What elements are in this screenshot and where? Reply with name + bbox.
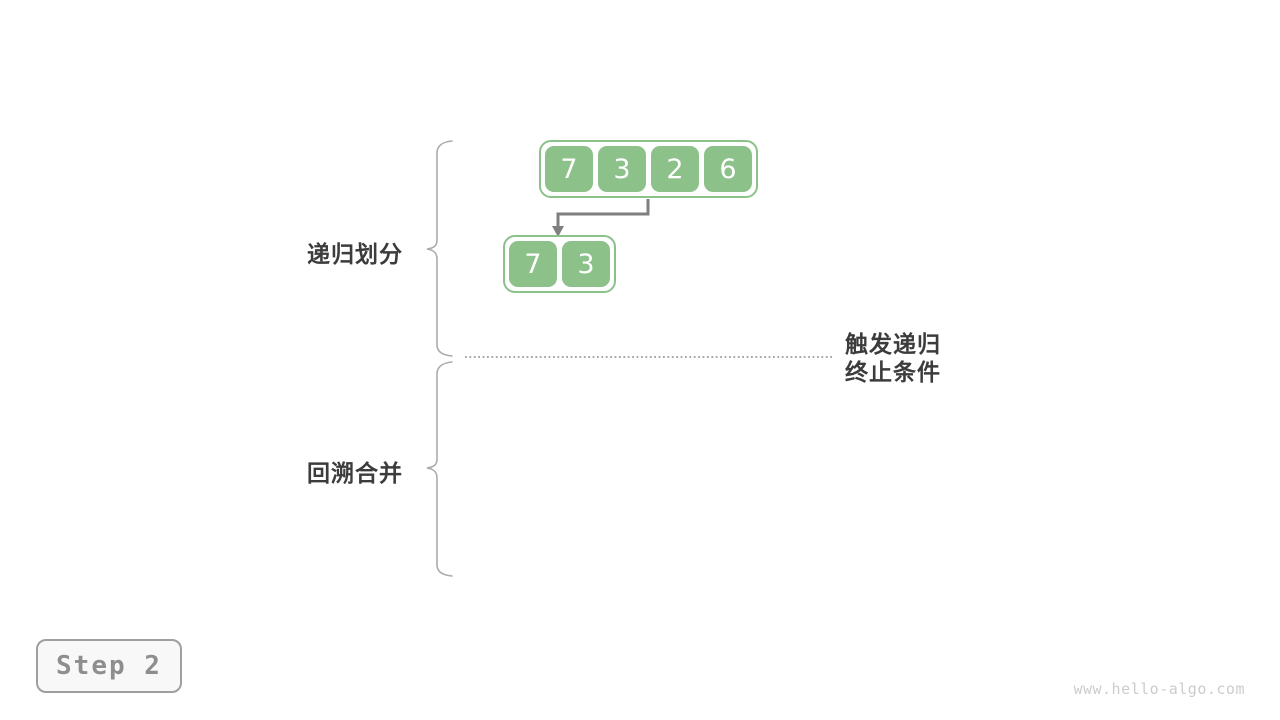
label-recursive-divide: 递归划分	[307, 241, 403, 267]
array-cell: 3	[598, 146, 646, 192]
array-cell: 2	[651, 146, 699, 192]
label-backtrack-merge: 回溯合并	[307, 460, 403, 486]
annotation-line-1: 触发递归	[845, 331, 941, 357]
array-cell: 7	[545, 146, 593, 192]
annotation-termination: 触发递归 终止条件	[845, 330, 941, 386]
step-badge: Step 2	[36, 639, 182, 693]
watermark: www.hello-algo.com	[1073, 680, 1245, 698]
brace-recursive-divide-icon	[426, 140, 453, 357]
annotation-line-2: 终止条件	[845, 359, 941, 385]
brace-backtrack-merge-icon	[426, 361, 453, 577]
divide-arrow	[556, 199, 650, 229]
array-cell: 6	[704, 146, 752, 192]
array-cell: 7	[509, 241, 557, 287]
array-cell: 3	[562, 241, 610, 287]
